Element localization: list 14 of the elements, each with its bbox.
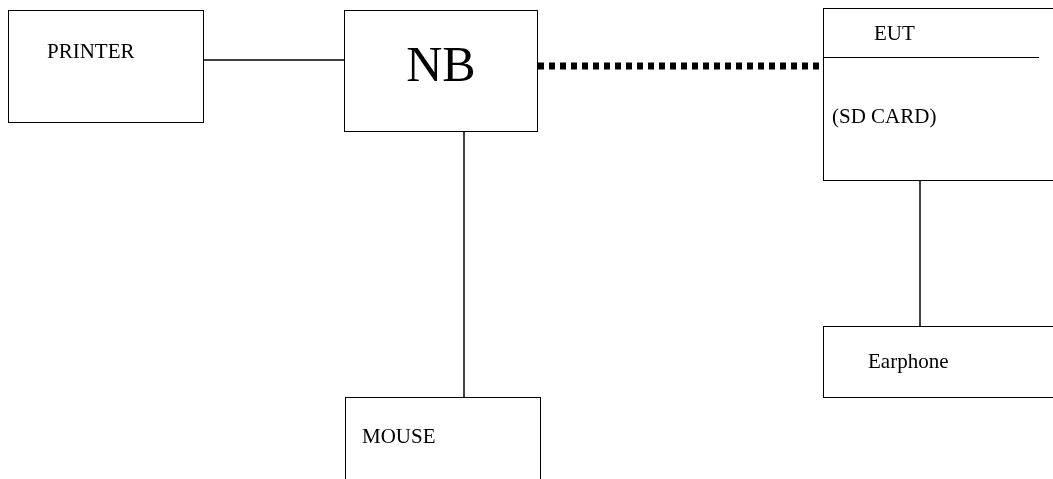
- device-label: PRINTER: [47, 39, 135, 64]
- device-box: [823, 326, 1053, 398]
- device-label: (SD CARD): [832, 104, 937, 129]
- device-label: Earphone: [868, 349, 949, 374]
- device-label: MOUSE: [362, 424, 436, 449]
- device-label: EUT: [874, 21, 915, 46]
- connector-line: [203, 59, 345, 61]
- device-box: [8, 10, 204, 123]
- connector-line: [919, 180, 921, 327]
- device-label: NB: [405, 35, 477, 93]
- connector-line: [463, 131, 465, 398]
- device-box: [344, 10, 538, 132]
- device-box: [345, 397, 541, 479]
- device-box: [823, 8, 1053, 181]
